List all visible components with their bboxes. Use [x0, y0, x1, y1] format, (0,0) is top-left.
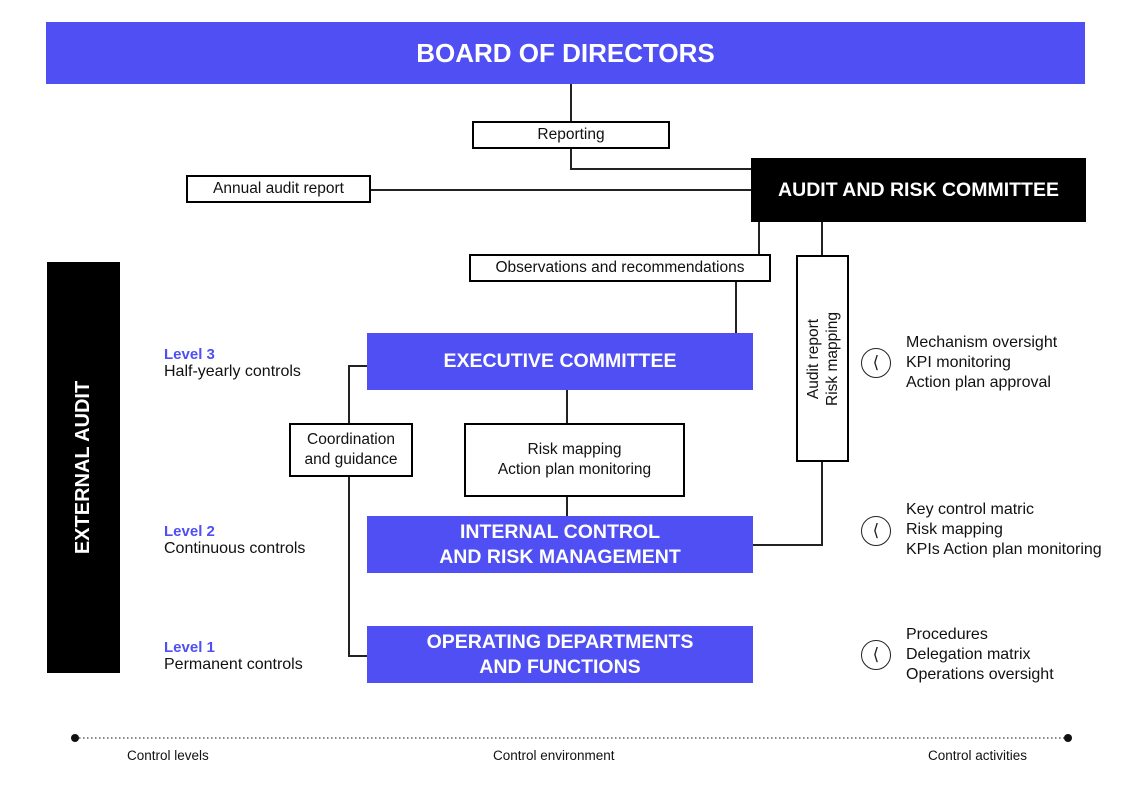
board-of-directors: BOARD OF DIRECTORS: [46, 22, 1085, 84]
operating-departments-box: OPERATING DEPARTMENTS AND FUNCTIONS: [367, 626, 753, 683]
coordination-line2: and guidance: [304, 451, 398, 468]
annual-audit-report-label: Annual audit report: [213, 180, 344, 197]
connector-left-top: [348, 365, 368, 367]
connector-vertical-down: [821, 461, 823, 546]
level-3-title: Level 3: [164, 346, 215, 363]
connector-vertical-internal: [752, 544, 823, 546]
risk-mapping-text: Risk mapping Action plan monitoring: [498, 440, 651, 480]
chevron-left-icon: ⟨: [861, 640, 891, 670]
activity-item: Mechanism oversight: [906, 334, 1058, 351]
operating-text: OPERATING DEPARTMENTS AND FUNCTIONS: [427, 630, 694, 680]
risk-line2: Action plan monitoring: [497, 461, 652, 478]
level-2-title: Level 2: [164, 523, 215, 540]
activity-item: Procedures: [906, 626, 988, 643]
internal-control-line2: AND RISK MANAGEMENT: [439, 545, 681, 568]
connector-left-vertical: [348, 365, 350, 657]
footer-left-dot: [71, 734, 79, 742]
footer-right-dot: [1064, 734, 1072, 742]
coordination-text: Coordination and guidance: [304, 430, 397, 470]
level-1: Level 1 Permanent controls: [164, 639, 303, 674]
footer-control-activities: Control activities: [928, 748, 1028, 763]
reporting-box: Reporting: [472, 121, 670, 149]
connector-reporting-committee: [570, 168, 752, 170]
coordination-box: Coordination and guidance: [289, 423, 413, 477]
footer-control-levels: Control levels: [127, 748, 209, 763]
connector-obs-exec: [735, 282, 737, 334]
level-1-title: Level 1: [164, 639, 215, 656]
level-3-subtitle: Half-yearly controls: [164, 363, 301, 380]
observations-label: Observations and recommendations: [495, 259, 745, 276]
internal-control-box: INTERNAL CONTROL AND RISK MANAGEMENT: [367, 516, 753, 573]
footer-control-environment: Control environment: [493, 748, 615, 763]
chevron-left-icon: ⟨: [861, 516, 891, 546]
activity-item: Key control matric: [906, 501, 1035, 518]
activity-item: Delegation matrix: [906, 646, 1031, 663]
risk-line1: Risk mapping: [527, 441, 622, 458]
activity-group-2: Key control matric Risk mapping KPIs Act…: [906, 500, 1102, 560]
audit-risk-committee-label: AUDIT AND RISK COMMITTEE: [778, 178, 1059, 201]
level-1-subtitle: Permanent controls: [164, 656, 303, 673]
connector-left-bottom: [348, 655, 368, 657]
audit-risk-committee: AUDIT AND RISK COMMITTEE: [751, 158, 1086, 222]
level-2: Level 2 Continuous controls: [164, 523, 305, 558]
connector-reporting-down: [570, 148, 572, 170]
audit-report-risk-mapping-box: Audit report Risk mapping: [796, 255, 849, 462]
executive-committee-label: EXECUTIVE COMMITTEE: [443, 350, 677, 372]
chevron-left-icon: ⟨: [861, 348, 891, 378]
observations-box: Observations and recommendations: [469, 254, 771, 282]
external-audit-bar: EXTERNAL AUDIT: [47, 262, 120, 673]
activity-group-1: Mechanism oversight KPI monitoring Actio…: [906, 333, 1057, 393]
reporting-label: Reporting: [537, 126, 605, 143]
connector-annual-committee: [370, 189, 752, 191]
connector-risk-internal: [566, 496, 568, 518]
coordination-line1: Coordination: [307, 431, 395, 448]
activity-item: KPI monitoring: [906, 354, 1011, 371]
activity-group-3: Procedures Delegation matrix Operations …: [906, 625, 1054, 685]
executive-committee: EXECUTIVE COMMITTEE: [367, 333, 753, 390]
connector-committee-obs: [758, 222, 760, 256]
connector-board-reporting: [570, 84, 572, 122]
operating-line2: AND FUNCTIONS: [479, 655, 641, 678]
activity-item: Operations oversight: [906, 666, 1054, 683]
activity-item: KPIs Action plan monitoring: [906, 541, 1102, 558]
risk-mapping-box: Risk mapping Action plan monitoring: [464, 423, 685, 497]
activity-item: Action plan approval: [906, 374, 1051, 391]
annual-audit-report-box: Annual audit report: [186, 175, 371, 203]
activity-item: Risk mapping: [906, 521, 1003, 538]
board-title: BOARD OF DIRECTORS: [416, 37, 715, 68]
connector-committee-vertical: [821, 222, 823, 256]
internal-control-text: INTERNAL CONTROL AND RISK MANAGEMENT: [439, 520, 681, 570]
internal-control-line1: INTERNAL CONTROL: [459, 520, 661, 543]
level-3: Level 3 Half-yearly controls: [164, 346, 301, 381]
level-2-subtitle: Continuous controls: [164, 540, 306, 557]
connector-exec-risk: [566, 390, 568, 424]
operating-line1: OPERATING DEPARTMENTS: [426, 630, 694, 653]
